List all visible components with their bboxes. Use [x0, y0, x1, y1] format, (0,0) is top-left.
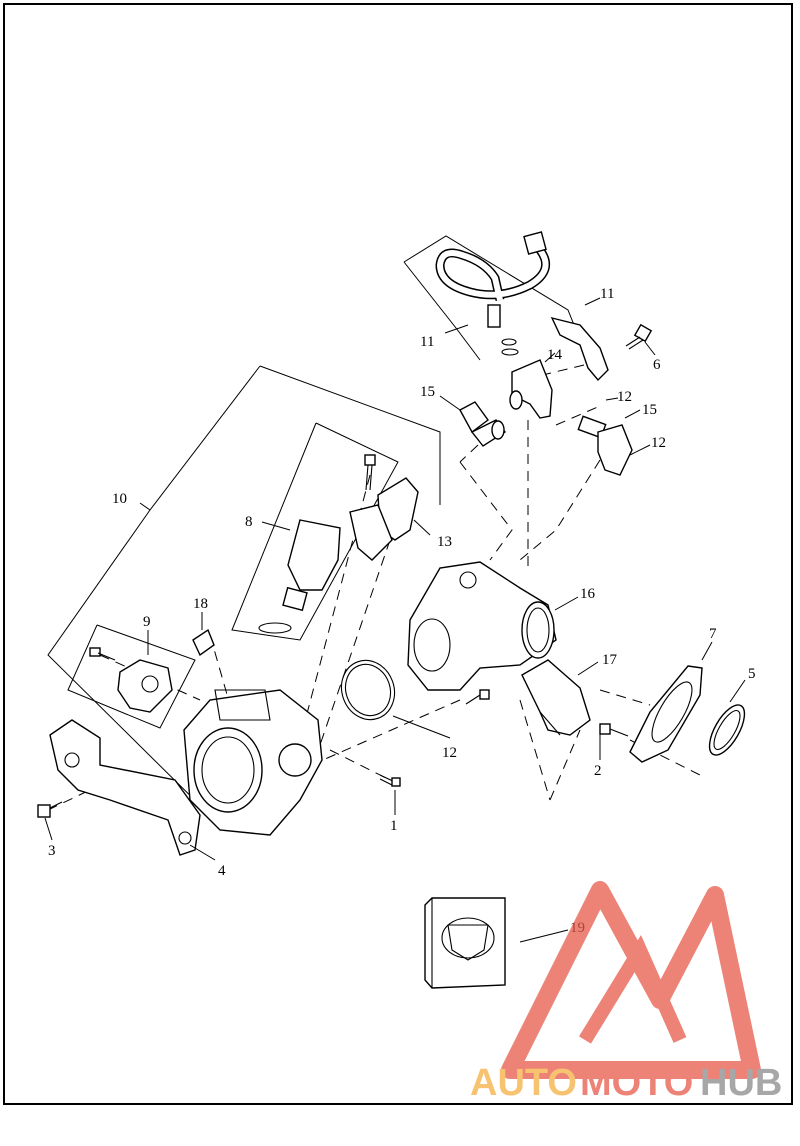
screw-part-12-lower [465, 689, 490, 705]
callout-3: 3 [48, 843, 56, 859]
leader-lines [44, 297, 746, 943]
callout-9: 9 [143, 614, 151, 630]
watermark-moto: MOTO [580, 1062, 693, 1104]
backplate-part-7 [629, 665, 703, 763]
callout-12-right: 12 [651, 435, 666, 451]
callout-18: 18 [193, 596, 208, 612]
sensor-part-14 [509, 359, 553, 419]
tps-sensor-part-9 [89, 647, 173, 713]
bolt-part-6 [625, 323, 653, 350]
callout-11-hose: 11 [420, 334, 434, 350]
screw-part-2 [599, 723, 629, 737]
callout-15-left: 15 [420, 384, 435, 400]
screw-part-3 [37, 801, 63, 818]
watermark-hub: HUB [700, 1062, 782, 1104]
callout-2: 2 [594, 763, 602, 779]
sensor-part-13 [349, 477, 419, 561]
callout-5: 5 [748, 666, 756, 682]
callout-15-right: 15 [642, 402, 657, 418]
intake-manifold-part-16 [407, 561, 557, 691]
callout-7: 7 [709, 626, 717, 642]
callout-1: 1 [390, 818, 398, 834]
watermark-triangle-mark [501, 881, 761, 1079]
callout-8: 8 [245, 514, 253, 530]
iac-valve-part-8 [258, 454, 376, 634]
group-outline-10 [47, 365, 441, 831]
fitting-part-18 [192, 628, 215, 657]
injector-right-part-15 [577, 415, 633, 476]
o-ring-gasket [340, 659, 396, 721]
callout-17: 17 [602, 652, 618, 668]
callout-13: 13 [437, 534, 452, 550]
gasket-part-5 [708, 704, 746, 756]
callout-14: 14 [547, 347, 563, 363]
automotohub-watermark: AUTO MOTO HUB [470, 881, 782, 1104]
callout-16: 16 [580, 586, 596, 602]
callout-10: 10 [112, 491, 127, 507]
callout-6: 6 [653, 357, 661, 373]
screw-part-1 [379, 774, 401, 787]
callout-11-bracket: 11 [600, 286, 614, 302]
group-outline-8 [231, 422, 399, 641]
callout-labels: 1 2 3 4 5 6 7 8 9 10 11 11 12 12 12 13 1… [48, 286, 756, 936]
fuel-hose-part-11 [435, 231, 551, 356]
injector-left-part-15 [459, 401, 507, 447]
bracket-part-4 [49, 719, 201, 856]
watermark-auto: AUTO [470, 1062, 577, 1104]
bracket-part-11 [550, 316, 609, 382]
callout-12-upper: 12 [617, 389, 632, 405]
group-outline-9 [67, 624, 196, 729]
callout-4: 4 [218, 863, 226, 879]
callout-12-lower: 12 [442, 745, 457, 761]
throttle-body [183, 689, 323, 836]
diagram-frame [3, 3, 793, 1105]
genuine-parts-box-part-19 [424, 897, 506, 989]
map-sensor-part-17 [521, 659, 591, 736]
